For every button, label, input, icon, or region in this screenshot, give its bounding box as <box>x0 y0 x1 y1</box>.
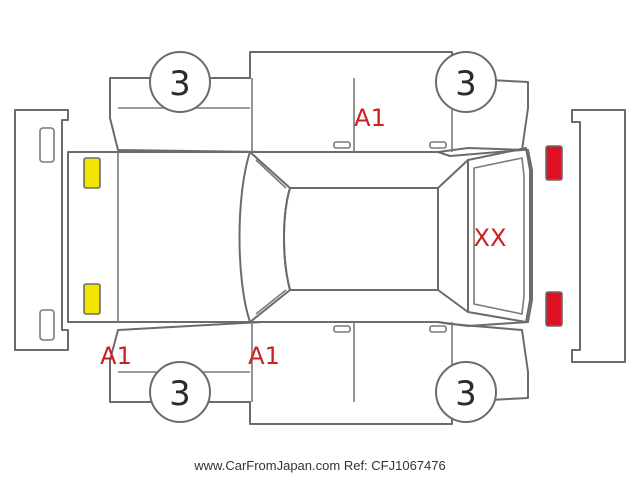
rear-lamp-lower <box>545 291 563 327</box>
mark-tailgate-xx: XX <box>474 224 507 252</box>
car-body-topview <box>67 147 533 327</box>
wheel-rear-left: 3 <box>435 51 497 113</box>
mark-front-bumper-a1: A1 <box>100 342 132 370</box>
wheel-rear-right-grade: 3 <box>455 374 477 414</box>
mark-left-side-a1: A1 <box>354 104 386 132</box>
mark-right-side-a1: A1 <box>248 342 280 370</box>
front-bumper <box>14 109 69 351</box>
wheel-front-left-grade: 3 <box>169 64 191 104</box>
rear-bumper <box>571 109 626 363</box>
footer-site: www.CarFromJapan.com <box>194 458 341 473</box>
wheel-rear-right: 3 <box>435 361 497 423</box>
wheel-rear-left-grade: 3 <box>455 64 477 104</box>
wheel-front-right: 3 <box>149 361 211 423</box>
front-lamp-lower <box>83 283 101 315</box>
rear-lamp-upper <box>545 145 563 181</box>
front-lamp-upper <box>83 157 101 189</box>
wheel-front-left: 3 <box>149 51 211 113</box>
wheel-front-right-grade: 3 <box>169 374 191 414</box>
footer-ref: Ref: CFJ1067476 <box>343 458 446 473</box>
footer-reference: www.CarFromJapan.com Ref: CFJ1067476 <box>0 458 640 473</box>
